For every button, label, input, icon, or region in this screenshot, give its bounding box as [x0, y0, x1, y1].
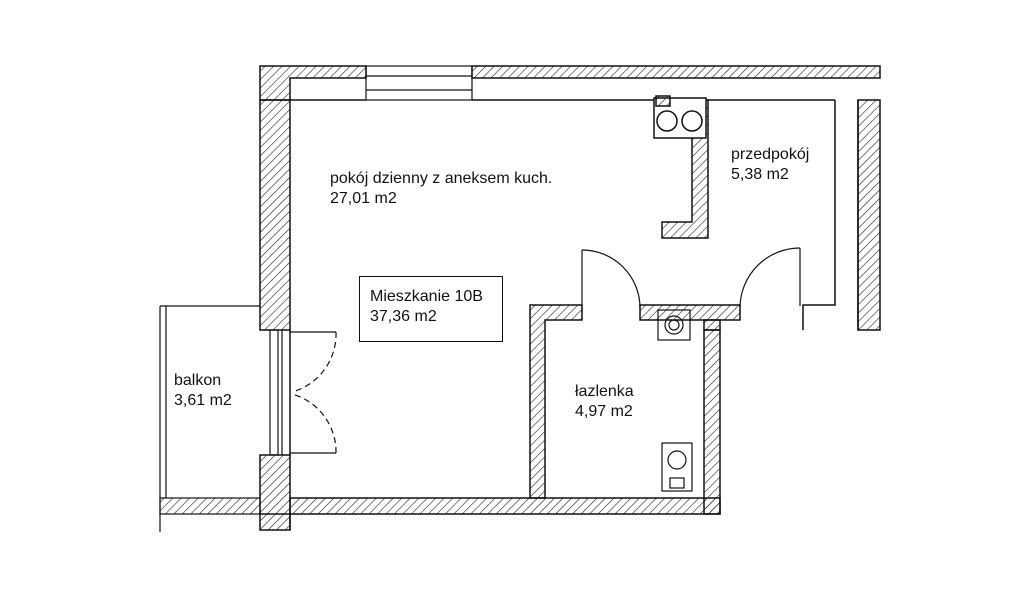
top-wall-right — [471, 65, 881, 79]
bathroom-name: łazlenka — [575, 383, 634, 400]
right-wall — [857, 99, 881, 331]
hall-label: przedpokój 5,38 m2 — [731, 145, 809, 185]
apartment-name: Mieszkanie 10B — [370, 288, 483, 305]
living-room-label: pokój dzienny z aneksem kuch. 27,01 m2 — [330, 169, 552, 209]
living-room-name: pokój dzienny z aneksem kuch. — [330, 170, 553, 187]
bottom-wall — [289, 497, 721, 515]
balcony-label: balkon 3,61 m2 — [174, 371, 232, 411]
living-room-area: 27,01 m2 — [330, 190, 397, 207]
kitchen-partition — [653, 95, 709, 239]
balcony — [159, 305, 261, 532]
bathroom-fixtures — [657, 309, 693, 492]
bathroom-label: łazlenka 4,97 m2 — [575, 382, 634, 422]
hall-name: przedpokój — [731, 146, 810, 163]
apartment-area: 37,36 m2 — [370, 308, 437, 325]
balcony-area: 3,61 m2 — [174, 392, 232, 409]
apartment-box: Mieszkanie 10B 37,36 m2 — [359, 276, 503, 342]
top-wall-left — [259, 65, 367, 101]
balcony-name: balkon — [174, 372, 222, 389]
hall-area: 5,38 m2 — [731, 166, 789, 183]
wall-outlines — [260, 99, 859, 530]
left-wall-lower — [259, 454, 291, 531]
window — [365, 65, 473, 101]
bathroom-area: 4,97 m2 — [575, 403, 633, 420]
doors — [581, 247, 801, 312]
left-wall-upper — [259, 99, 291, 331]
balcony-door — [269, 329, 337, 456]
exterior-walls — [259, 65, 881, 531]
bottom-right-wall — [703, 329, 721, 515]
